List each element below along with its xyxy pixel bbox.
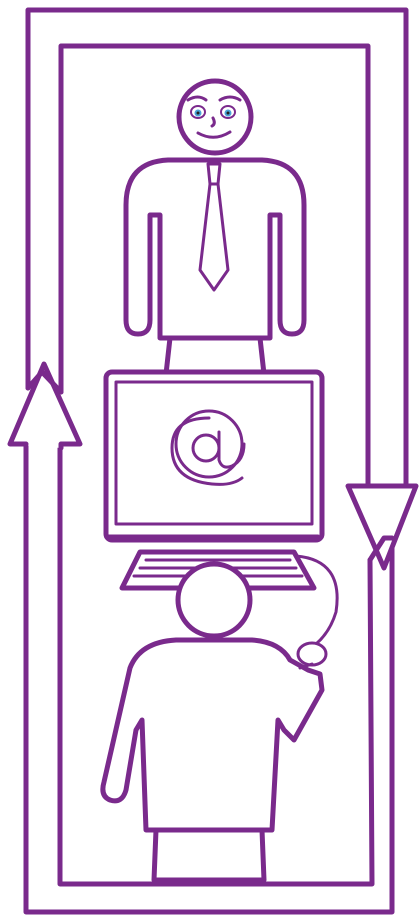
cycle-loop — [23, 7, 409, 915]
arrow-down-inner-notch — [367, 535, 395, 563]
cycle-loop-inner-path — [57, 43, 375, 887]
woman-figure — [100, 561, 325, 883]
man-right-pupil — [226, 111, 230, 115]
man-right-eyebrow — [218, 95, 242, 102]
man-legs — [163, 335, 267, 377]
at-sign-tail — [217, 430, 246, 469]
man-left-pupil — [196, 111, 200, 115]
at-sign-icon — [170, 409, 246, 486]
keyboard — [119, 549, 317, 591]
man-nose — [210, 116, 216, 128]
computer-monitor — [103, 369, 325, 543]
at-sign-outer-tail — [170, 416, 244, 486]
man-mouth — [196, 130, 232, 139]
cycle-loop-outer-path — [23, 7, 409, 915]
at-sign-outer-ring — [174, 409, 244, 479]
arrow-up-icon — [7, 361, 83, 451]
man-tie — [198, 162, 230, 292]
woman-dress — [100, 637, 325, 833]
woman-legs — [151, 827, 267, 883]
man-head — [176, 78, 254, 156]
arrow-up-inner-notch — [25, 369, 64, 395]
monitor-screen — [114, 380, 314, 526]
woman-hand — [298, 662, 314, 670]
monitor-frame — [103, 369, 325, 543]
mouse-body — [296, 641, 328, 667]
arrow-down-icon — [345, 483, 419, 571]
arrow-up-head — [7, 361, 83, 451]
arrow-down-head — [345, 483, 419, 571]
mouse-cable — [294, 554, 339, 646]
man-figure — [123, 78, 307, 377]
man-left-eyebrow — [186, 95, 208, 102]
woman-head — [175, 561, 253, 639]
